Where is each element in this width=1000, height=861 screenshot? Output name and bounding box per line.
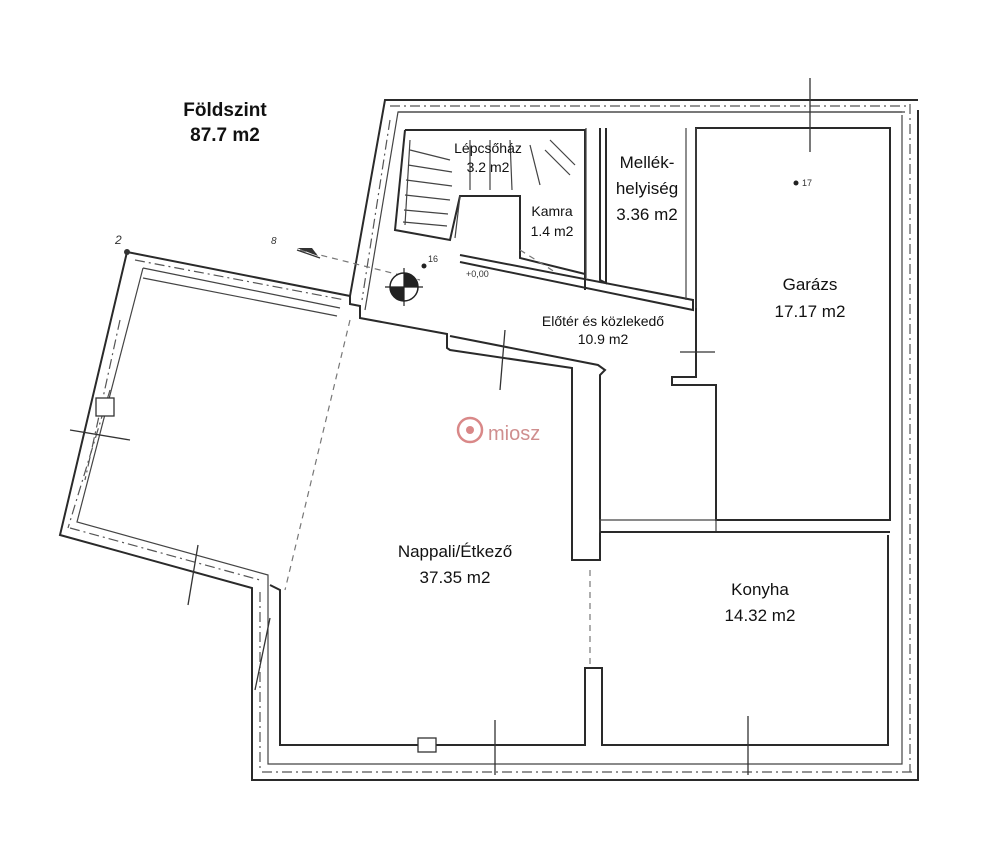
room-labels: Lépcsőház 3.2 m2 Kamra 1.4 m2 Mellék- he… (398, 140, 846, 625)
marker-16: 16 (428, 254, 438, 264)
stair-name: Lépcsőház (454, 140, 522, 156)
grid-label-2: 2 (114, 233, 122, 247)
watermark-text: miosz (488, 423, 540, 445)
hall-area: 10.9 m2 (578, 331, 629, 347)
garage-area: 17.17 m2 (775, 302, 846, 321)
kamra-area: 1.4 m2 (531, 223, 574, 239)
utility-area: 3.36 m2 (616, 205, 677, 224)
marker-17: 17 (802, 178, 812, 188)
level-value: +0,00 (466, 269, 489, 279)
stair-area: 3.2 m2 (467, 159, 510, 175)
kitchen-area: 14.32 m2 (725, 606, 796, 625)
living-area: 37.35 m2 (420, 568, 491, 587)
utility-name-1: Mellék- (620, 153, 675, 172)
grid-label-8: 8 (271, 236, 277, 247)
staircase (402, 139, 576, 227)
hall-name: Előtér és közlekedő (542, 313, 664, 329)
utility-name-2: helyiség (616, 179, 678, 198)
marker-labels: 16 +0,00 17 2 8 (114, 178, 812, 279)
garage-name: Garázs (783, 275, 838, 294)
watermark: miosz (456, 416, 540, 445)
living-name: Nappali/Étkező (398, 542, 512, 561)
floor-name: Földszint (183, 100, 267, 121)
floor-title: Földszint 87.7 m2 (165, 98, 285, 148)
floor-area: 87.7 m2 (190, 125, 260, 146)
kamra-name: Kamra (531, 203, 572, 219)
watermark-logo-icon (456, 416, 484, 444)
outer-walls (58, 99, 919, 781)
axis-marks (69, 78, 811, 775)
level-marker (385, 180, 799, 306)
kitchen-name: Konyha (731, 580, 789, 599)
